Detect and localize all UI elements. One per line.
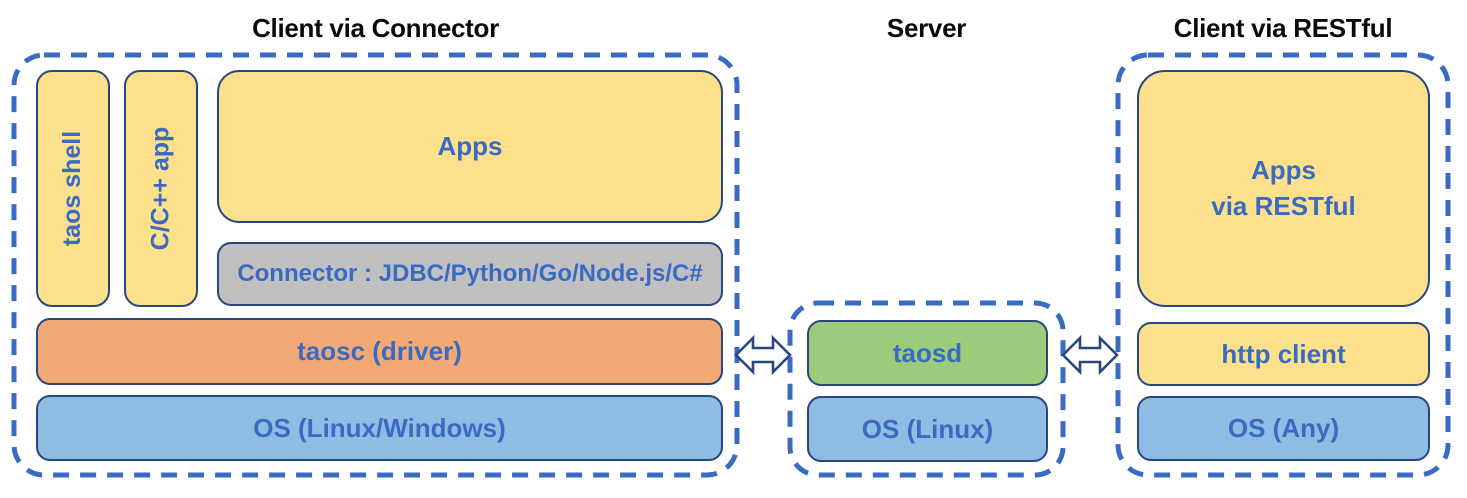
connector-box: Connector : JDBC/Python/Go/Node.js/C# bbox=[217, 242, 723, 306]
taos-shell-box: taos shell bbox=[36, 70, 110, 307]
http-client-box: http client bbox=[1137, 322, 1430, 386]
apps-via-restful-box: Apps via RESTful bbox=[1137, 70, 1430, 307]
taosd-box: taosd bbox=[807, 320, 1048, 386]
http-client-label: http client bbox=[1221, 338, 1346, 369]
apps-box: Apps bbox=[217, 70, 723, 223]
client-connector-group-border bbox=[11, 52, 740, 478]
title-server: Server bbox=[886, 13, 967, 43]
os-any-box: OS (Any) bbox=[1137, 396, 1430, 461]
os-any-label: OS (Any) bbox=[1227, 413, 1340, 443]
title-client-via-restful: Client via RESTful bbox=[1173, 13, 1393, 43]
taosc-driver-box: taosc (driver) bbox=[36, 318, 723, 385]
os-linux-box: OS (Linux) bbox=[807, 396, 1048, 462]
apps-via-restful-label-line1: Apps bbox=[1250, 155, 1316, 186]
apps-label: Apps bbox=[437, 131, 503, 161]
os-linux-label: OS (Linux) bbox=[861, 413, 994, 444]
connector-label: Connector : JDBC/Python/Go/Node.js/C# bbox=[237, 260, 703, 287]
taosc-driver-label: taosc (driver) bbox=[297, 336, 462, 366]
os-linux-windows-box: OS (Linux/Windows) bbox=[36, 395, 723, 461]
os-linux-windows-label: OS (Linux/Windows) bbox=[253, 412, 506, 443]
cpp-app-box: C/C++ app bbox=[124, 70, 198, 307]
taosd-label: taosd bbox=[892, 337, 963, 368]
title-client-via-connector: Client via Connector bbox=[252, 13, 499, 43]
server-group-border bbox=[787, 300, 1066, 478]
bidirectional-arrow-icon bbox=[734, 334, 792, 376]
taos-shell-label: taos shell bbox=[58, 130, 87, 247]
apps-via-restful-label-line2: via RESTful bbox=[1211, 190, 1356, 221]
bidirectional-arrow-icon bbox=[1061, 334, 1119, 376]
cpp-app-label: C/C++ app bbox=[146, 126, 175, 251]
client-restful-group-border bbox=[1115, 52, 1451, 478]
